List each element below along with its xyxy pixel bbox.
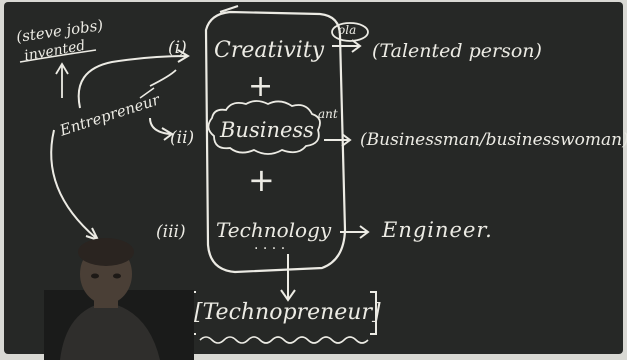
term-creativity: Creativity [214,38,325,63]
plus-sign-2: + [248,161,275,199]
right-bracket [370,291,377,335]
entrepreneur-tick [139,87,155,99]
item-index-3: (iii) [156,222,186,242]
arrow-to-i [77,49,190,109]
wavy-underline [199,336,369,344]
result-technology: Engineer. [382,218,493,242]
board-surface [4,2,623,354]
plus-sign-1: + [248,69,274,104]
term-technology: Technology [216,218,332,242]
business-cloud [207,100,321,155]
note-underline [19,49,97,63]
arrow-technology [340,225,370,239]
terms-box [204,10,347,274]
arrow-creativity [332,39,362,53]
item-index-2: (ii) [170,128,195,148]
arrow-to-ii [149,117,174,141]
item-index-1: (i) [168,38,187,58]
arrow-down-result [280,254,296,302]
box-tick [219,5,239,13]
conclusion-technopreneur: [Technopreneur] [194,300,381,325]
arrow-to-box-top [149,69,177,87]
side-note-ola: ola [338,23,357,37]
ola-circle [331,22,369,42]
arrow-up-note [55,62,69,98]
result-creativity: (Talented person) [372,40,542,62]
arrow-business [324,133,352,147]
dots: . . . . [254,237,286,253]
result-business: (Businessman/businesswoman) [360,130,627,150]
presenter-image [44,238,194,360]
side-note-ant: ant [318,107,338,121]
term-business: Business [220,118,314,142]
